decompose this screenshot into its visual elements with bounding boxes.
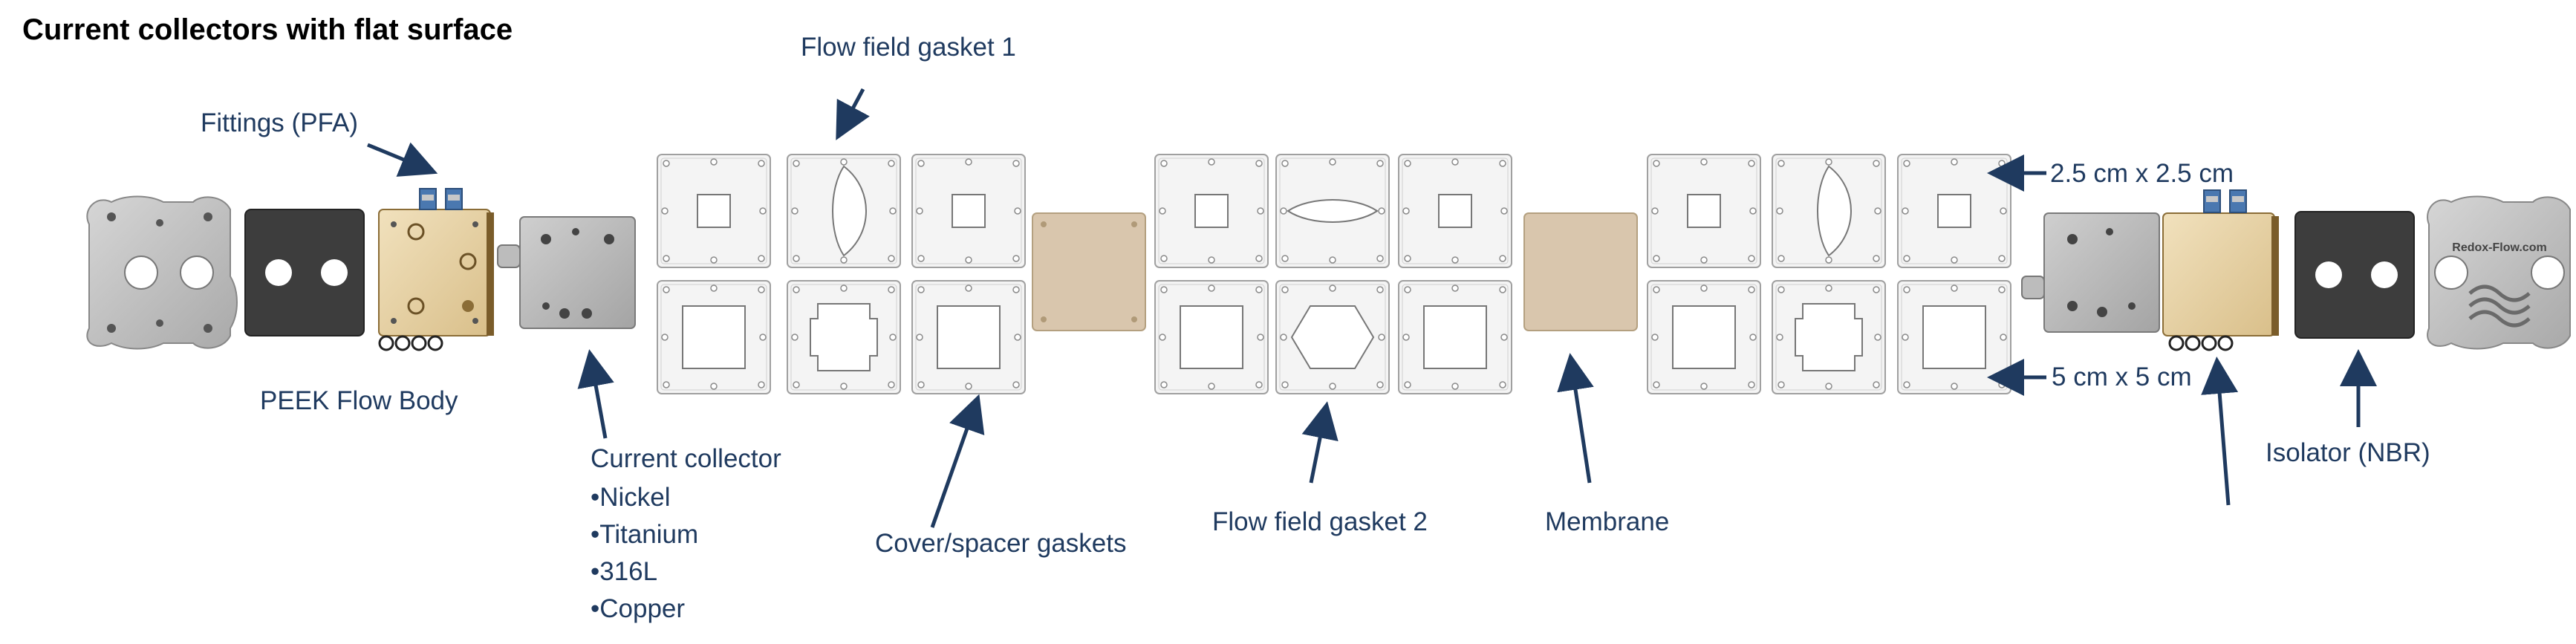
gasket-cutout <box>1687 194 1721 228</box>
gasket-cutout <box>1922 305 1986 369</box>
label-fittings: Fittings (PFA) <box>201 108 358 137</box>
material-item: •Nickel <box>591 483 671 512</box>
gasket-top-1 <box>657 154 771 268</box>
membrane-left <box>1032 212 1146 331</box>
gasket-cutout <box>697 194 731 228</box>
label-isolator: Isolator (NBR) <box>2266 438 2430 467</box>
gasket-cutout <box>1817 165 1852 257</box>
label-cover-spacer-gaskets: Cover/spacer gaskets <box>875 529 1127 558</box>
left-fittings-icon <box>419 188 463 210</box>
right-fittings-icon <box>2203 189 2247 213</box>
arrow-right-flow-body <box>2201 357 2239 506</box>
gasket-cutout <box>682 305 746 369</box>
label-flow-field-gasket-2: Flow field gasket 2 <box>1212 507 1428 536</box>
right-o-rings-icon <box>2168 335 2234 351</box>
gasket-bot-8 <box>1772 280 1886 394</box>
gasket-stack <box>657 154 2011 394</box>
material-item: •Titanium <box>591 520 699 549</box>
gasket-top-4 <box>1154 154 1269 268</box>
gasket-cutout <box>832 165 867 257</box>
gasket-bot-5 <box>1275 280 1390 394</box>
gasket-bot-4 <box>1154 280 1269 394</box>
gasket-cutout <box>1795 303 1863 371</box>
membrane-right <box>1523 212 1638 331</box>
arrow-flow-field-1 <box>836 88 870 140</box>
arrow-cover-gaskets <box>930 394 985 528</box>
label-flow-field-gasket-1: Flow field gasket 1 <box>801 33 1016 62</box>
right-isolator-plate <box>2294 211 2415 339</box>
left-isolator-plate <box>244 209 365 336</box>
gasket-cutout <box>810 303 878 371</box>
watermark-text: Redox-Flow.com <box>2452 241 2546 254</box>
gasket-top-5 <box>1275 154 1390 268</box>
material-item: •Copper <box>591 594 686 623</box>
left-end-plate <box>86 195 238 350</box>
gasket-bot-7 <box>1647 280 1761 394</box>
page-title: Current collectors with flat surface <box>22 13 513 46</box>
label-size-small: 2.5 cm x 2.5 cm <box>2050 159 2234 188</box>
wave-logo-icon <box>2468 284 2531 328</box>
gasket-bot-9 <box>1897 280 2011 394</box>
right-current-collector <box>2021 212 2160 333</box>
gasket-cutout <box>1287 199 1379 223</box>
gasket-cutout <box>1180 305 1243 369</box>
left-peek-flow-body <box>378 188 494 351</box>
gasket-cutout <box>937 305 1001 369</box>
label-current-collector: Current collector <box>591 444 781 473</box>
label-membrane: Membrane <box>1545 507 1670 536</box>
gasket-cutout <box>1438 194 1472 228</box>
gasket-cutout <box>1423 305 1487 369</box>
material-item: •316L <box>591 557 658 586</box>
arrow-membrane <box>1557 353 1594 484</box>
left-o-rings-icon <box>378 335 443 351</box>
label-size-large: 5 cm x 5 cm <box>2052 362 2192 391</box>
left-current-collector <box>497 216 636 329</box>
gasket-cutout <box>1290 305 1375 369</box>
gasket-top-8 <box>1772 154 1886 268</box>
right-end-plate: Redox-Flow.com <box>2427 195 2571 350</box>
gasket-bot-1 <box>657 280 771 394</box>
current-collector-materials: •Nickel •Titanium •316L •Copper <box>591 479 698 628</box>
gasket-top-9 <box>1897 154 2011 268</box>
right-peek-flow-body <box>2162 189 2279 351</box>
arrow-fittings <box>367 142 438 177</box>
gasket-bot-3 <box>911 280 1026 394</box>
gasket-cutout <box>952 194 986 228</box>
gasket-bot-6 <box>1398 280 1512 394</box>
gasket-cutout <box>1672 305 1736 369</box>
callout-arrows <box>367 88 2377 528</box>
gasket-top-3 <box>911 154 1026 268</box>
gasket-top-6 <box>1398 154 1512 268</box>
label-peek-flow-body: PEEK Flow Body <box>260 386 458 415</box>
gasket-cutout <box>1194 194 1229 228</box>
arrow-current-collector <box>577 349 614 439</box>
gasket-top-2 <box>787 154 901 268</box>
gasket-top-7 <box>1647 154 1761 268</box>
gasket-bot-2 <box>787 280 901 394</box>
gasket-cutout <box>1937 194 1971 228</box>
arrow-flow-field-2 <box>1301 401 1339 484</box>
